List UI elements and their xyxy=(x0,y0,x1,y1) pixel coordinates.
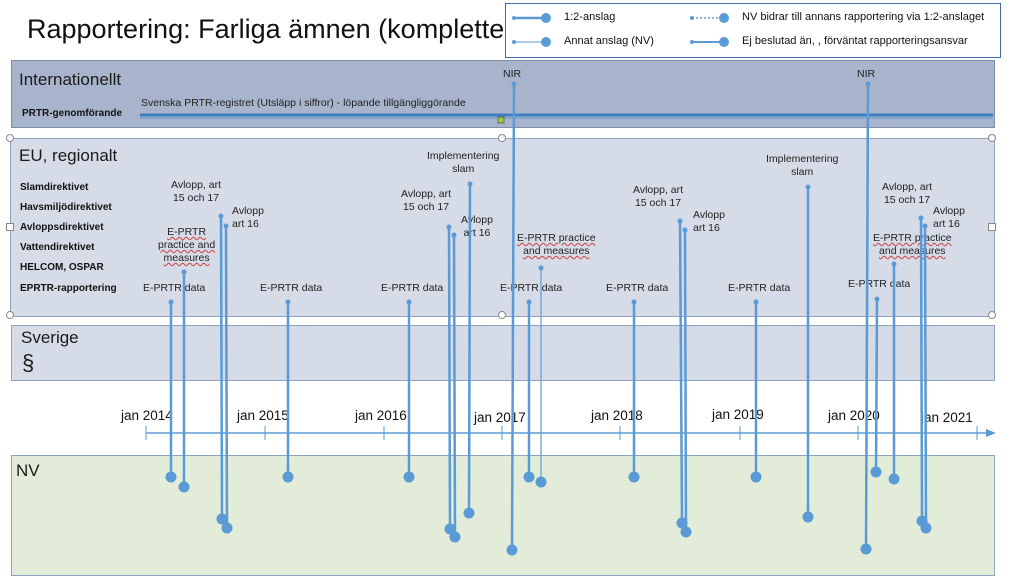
event-eprtr-data-2014 xyxy=(165,299,177,483)
label-avlopp-16-2020: Avlopp art 16 xyxy=(933,205,965,230)
band-nv-title: NV xyxy=(16,461,40,480)
label-eprtr-data-2018: E-PRTR data xyxy=(606,282,669,294)
label-eprtr-data-2017: E-PRTR data xyxy=(500,282,563,294)
label-avlopp-16-2014: Avlopp art 16 xyxy=(232,205,264,230)
event-avlopp-15-17-2014 xyxy=(216,213,228,525)
prtr-bar-text: Svenska PRTR-registret (Utsläpp i siffro… xyxy=(141,97,466,109)
event-nir-2017 xyxy=(506,81,518,556)
label-nir-1: NIR xyxy=(503,68,522,80)
label-impl-slam-2019: Implementering slam xyxy=(766,153,839,178)
page-title: Rapportering: Farliga ämnen (komplettera… xyxy=(27,14,551,44)
event-impl-slam-2019 xyxy=(802,184,814,523)
band-international-title: Internationellt xyxy=(19,70,122,89)
event-eprtr-pm-2014 xyxy=(178,269,190,493)
year-2018: jan 2018 xyxy=(591,408,643,423)
row-label-helcom: HELCOM, OSPAR xyxy=(20,262,104,273)
event-impl-slam-2016 xyxy=(463,181,475,519)
timeline-arrow xyxy=(986,429,996,437)
row-label-havsmiljo: Havsmiljödirektivet xyxy=(20,202,112,213)
event-avlopp-15-17-2016 xyxy=(444,224,456,535)
row-label-prtr: PRTR-genomförande xyxy=(22,108,122,119)
label-eprtr-data-2016: E-PRTR data xyxy=(381,282,444,294)
label-eprtr-data-2015: E-PRTR data xyxy=(260,282,323,294)
year-2016: jan 2016 xyxy=(355,408,407,423)
rotate-handle[interactable] xyxy=(497,116,505,124)
row-label-vatten: Vattendirektivet xyxy=(20,242,95,253)
label-avlopp-15-17-2018: Avlopp, art 15 och 17 xyxy=(633,184,684,209)
year-2021: jan 2021 xyxy=(921,410,973,425)
band-eu xyxy=(10,138,995,317)
selection-handle-mr[interactable] xyxy=(988,223,996,231)
event-avlopp-16-2016 xyxy=(449,232,461,543)
band-eu-title: EU, regionalt xyxy=(19,146,118,165)
label-nir-2: NIR xyxy=(857,68,876,80)
event-avlopp-16-2018 xyxy=(680,227,692,538)
label-avlopp-15-17-2016: Avlopp, art 15 och 17 xyxy=(401,188,452,213)
legend-dot-2b xyxy=(541,37,551,47)
label-avlopp-16-2018: Avlopp art 16 xyxy=(693,209,725,234)
legend-dot-1b xyxy=(541,13,551,23)
legend-dot-3b xyxy=(719,13,729,23)
selection-handle-bl[interactable] xyxy=(6,311,14,319)
row-label-slam: Slamdirektivet xyxy=(20,182,89,193)
legend-symbols xyxy=(512,13,729,47)
selection-handle-ml[interactable] xyxy=(6,223,14,231)
legend-label-4: Ej beslutad än, , förväntat rapportering… xyxy=(742,35,968,47)
label-avlopp-15-17-2014: Avlopp, art 15 och 17 xyxy=(171,179,222,204)
legend-label-3: NV bidrar till annans rapportering via 1… xyxy=(742,11,985,23)
legend-label-1: 1:2-anslag xyxy=(564,11,616,23)
event-eprtr-data-2017 xyxy=(523,299,535,483)
event-eprtr-data-2015 xyxy=(282,299,294,483)
year-2019: jan 2019 xyxy=(712,407,764,422)
selection-handle-tl[interactable] xyxy=(6,134,14,142)
event-nir-2020 xyxy=(860,81,872,555)
legend-dot-1a xyxy=(512,16,516,20)
section-symbol: § xyxy=(22,350,35,375)
year-2015: jan 2015 xyxy=(237,408,289,423)
event-eprtr-data-2018 xyxy=(628,299,640,483)
label-eprtr-data-2019: E-PRTR data xyxy=(728,282,791,294)
row-label-avlopp: Avloppsdirektivet xyxy=(20,222,104,233)
label-eprtr-data-2014: E-PRTR data xyxy=(143,282,206,294)
selection-handle-tr[interactable] xyxy=(988,134,996,142)
event-avlopp-16-2020 xyxy=(920,223,932,534)
legend-label-2: Annat anslag (NV) xyxy=(564,35,654,47)
legend-dot-2a xyxy=(512,40,516,44)
label-avlopp-15-17-2020: Avlopp, art 15 och 17 xyxy=(882,181,933,206)
label-impl-slam-2016: Implementering slam xyxy=(427,150,500,175)
selection-handle-tm[interactable] xyxy=(498,134,506,142)
selection-handle-bm[interactable] xyxy=(498,311,506,319)
event-eprtr-data-2016 xyxy=(403,299,415,483)
event-eprtr-pm-2020 xyxy=(888,261,900,485)
label-eprtr-pm-2017: E-PRTR practice and measures xyxy=(517,232,596,257)
row-label-eprtr: EPRTR-rapportering xyxy=(20,283,117,294)
legend-dot-4a xyxy=(690,40,694,44)
event-eprtr-pm-2017 xyxy=(535,265,547,488)
year-2014: jan 2014 xyxy=(121,408,173,423)
selection-handle-br[interactable] xyxy=(988,311,996,319)
legend: 1:2-anslag Annat anslag (NV) NV bidrar t… xyxy=(505,3,1001,58)
band-sweden xyxy=(11,325,995,381)
event-eprtr-data-2019 xyxy=(750,299,762,483)
label-eprtr-pm-2014: E-PRTR practice and measures xyxy=(158,226,216,264)
event-eprtr-data-2020 xyxy=(870,296,882,478)
band-sweden-title: Sverige xyxy=(21,328,79,347)
legend-dot-3a xyxy=(690,16,694,20)
event-avlopp-16-2014 xyxy=(221,223,233,534)
legend-dot-4b xyxy=(719,37,729,47)
